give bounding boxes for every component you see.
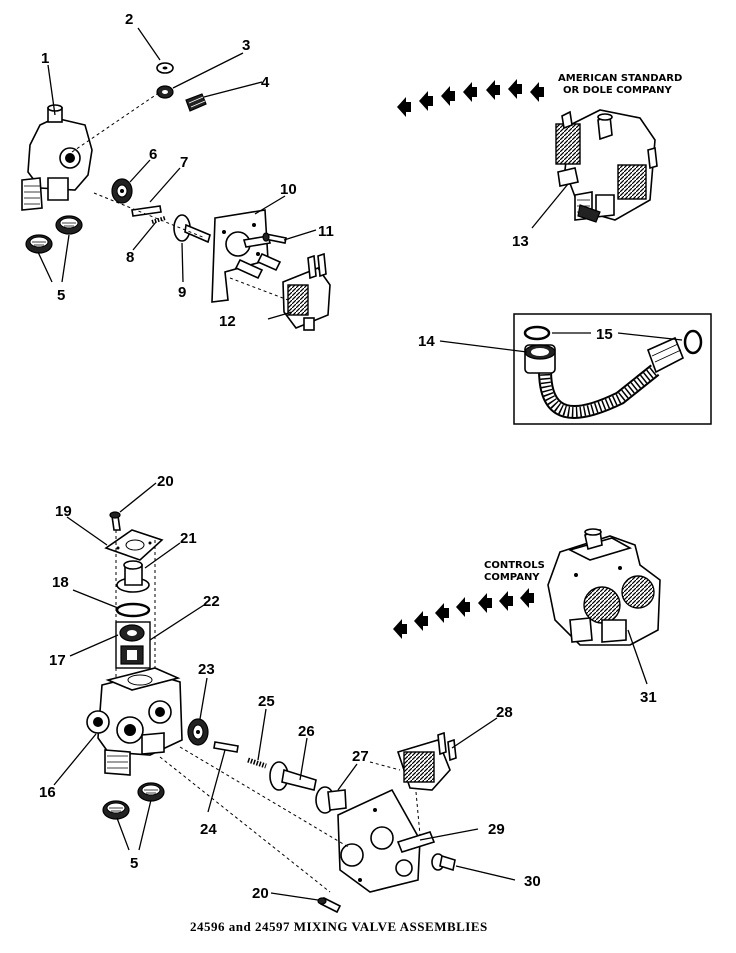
hose-14 [524,336,685,420]
callout-12: 12 [219,313,236,330]
callout-8: 8 [126,249,134,266]
callout-7: 7 [180,154,188,171]
plunger-9 [173,214,211,244]
callout-15: 15 [596,326,613,343]
guide-pin-24 [213,741,239,753]
solenoid-coil-28 [396,731,457,791]
callout-31: 31 [640,689,657,706]
direction-arrows-bottom [393,588,534,639]
callout-4: 4 [261,74,270,91]
screen-5b [102,782,165,820]
american-standard-label-line1: AMERICAN STANDARD [558,73,682,84]
diaphragm-17-22 [115,621,151,669]
valve-assembly-13 [555,109,658,223]
callout-14: 14 [418,333,435,350]
callout-19: 19 [55,503,72,520]
callout-30: 30 [524,873,541,890]
callout-21: 21 [180,530,197,547]
callout-11: 11 [318,223,334,240]
callout-28: 28 [496,704,513,721]
callout-27: 27 [352,748,369,765]
callout-26: 26 [298,723,315,740]
spring-8 [151,216,166,224]
controls-label-line1: CONTROLS [484,560,545,571]
callout-18: 18 [52,574,69,591]
manufacturer-labels: AMERICAN STANDARD OR DOLE COMPANY CONTRO… [484,73,682,583]
plunger-27 [315,786,347,814]
callout-5a: 5 [57,287,65,304]
callout-29: 29 [488,821,505,838]
washer-2 [156,62,174,74]
controls-label-line2: COMPANY [484,572,540,583]
callout-25: 25 [258,693,275,710]
callout-3: 3 [242,37,250,54]
callout-numbers: 1 2 3 4 5 6 7 8 9 10 11 12 13 14 15 16 1… [39,11,657,902]
diagram-caption: 24596 and 24597 MIXING VALVE ASSEMBLIES [190,919,488,934]
callout-1: 1 [41,50,49,67]
callout-16: 16 [39,784,56,801]
guide-pin-7 [131,205,162,217]
callout-20a: 20 [157,473,174,490]
washer-15 [523,325,703,355]
solenoid-coil-12 [282,252,331,331]
spring-25 [247,757,267,769]
flow-washer-3 [156,85,174,99]
diaphragm-23 [187,718,209,746]
cover-plate-19 [104,529,164,561]
screw-20a [109,511,121,531]
frame-10 [211,209,282,303]
callout-17: 17 [49,652,66,669]
screw-11 [262,232,287,244]
callout-6: 6 [149,146,157,163]
callout-5b: 5 [130,855,138,872]
valve-body-1 [21,104,93,211]
direction-arrows-top [397,79,544,117]
frame-29 [337,788,436,893]
spring-4 [185,93,207,112]
mount-30 [431,853,456,872]
callout-22: 22 [203,593,220,610]
o-ring-18 [115,602,151,618]
diaphragm-6 [111,178,133,204]
callout-24: 24 [200,821,217,838]
plunger-cap-21 [116,560,150,593]
leader-lines-top-left [37,27,317,320]
callout-9: 9 [178,284,186,301]
plunger-26 [269,761,317,791]
american-standard-label-line2: OR DOLE COMPANY [563,85,672,96]
screw-20b [317,896,342,914]
valve-assembly-31 [547,528,661,646]
callout-23: 23 [198,661,215,678]
leader-lines-bottom-left [53,482,516,901]
callout-13: 13 [512,233,529,250]
valve-body-16 [86,667,183,776]
screen-5a [25,215,83,254]
callout-2: 2 [125,11,133,28]
callout-20b: 20 [252,885,269,902]
callout-10: 10 [280,181,297,198]
